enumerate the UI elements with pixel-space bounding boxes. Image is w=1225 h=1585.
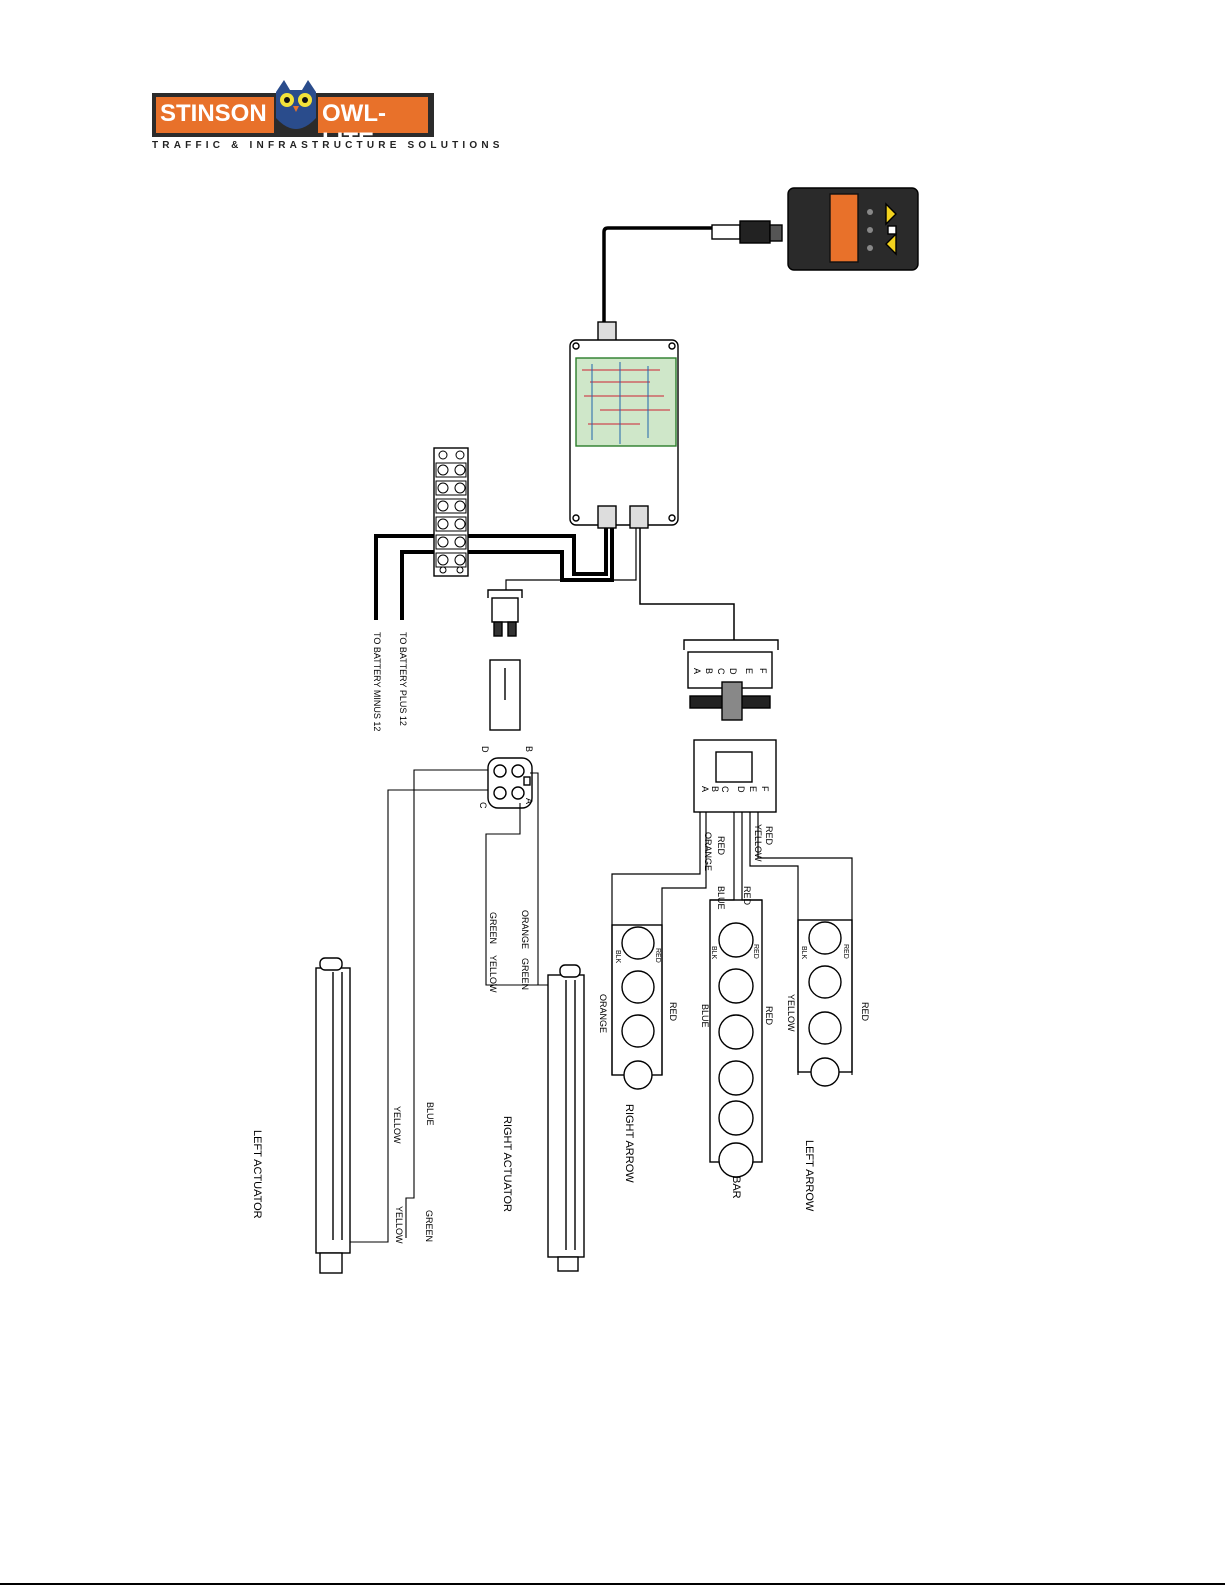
wire-label-yellow: YELLOW bbox=[753, 824, 763, 862]
plug-pin-a: A bbox=[524, 798, 534, 804]
lamp-label-red-1: RED bbox=[654, 948, 661, 963]
pin-label-f-lower: F bbox=[760, 786, 770, 792]
logo-brand-left: STINSON bbox=[160, 100, 267, 127]
lamp bbox=[718, 922, 754, 958]
plug-pin-d: D bbox=[480, 746, 490, 753]
group-label-red-left: RED bbox=[860, 1002, 870, 1022]
logo-brand-right: OWL-LITE bbox=[322, 100, 386, 155]
pin-label-d: D bbox=[728, 668, 738, 675]
pin-label-a: A bbox=[692, 668, 702, 674]
wire-label-yellow-act: YELLOW bbox=[488, 955, 498, 993]
logo-orange-right bbox=[318, 97, 428, 133]
wire-label-blue-left: BLUE bbox=[425, 1102, 435, 1126]
plug-pin-c: C bbox=[478, 802, 488, 809]
plug-pin-b: B bbox=[524, 746, 534, 752]
pin-label-a-lower: A bbox=[700, 786, 710, 792]
controller-cable-connector bbox=[602, 220, 783, 332]
pin-label-c: C bbox=[716, 668, 726, 675]
pin-label-c-lower: C bbox=[720, 786, 730, 793]
company-logo: STINSON OWL-LITE TRAFFIC & INFRASTRUCTUR… bbox=[152, 78, 499, 156]
bar-label: BAR bbox=[730, 1176, 742, 1199]
left-actuator-label: LEFT ACTUATOR bbox=[251, 1130, 263, 1219]
terminal-block bbox=[433, 447, 469, 577]
group-label-yellow: YELLOW bbox=[786, 994, 796, 1032]
owl-icon bbox=[276, 80, 316, 129]
lamp bbox=[621, 1014, 655, 1048]
battery-minus-label: TO BATTERY MINUS 12 bbox=[372, 632, 382, 731]
lamp bbox=[718, 1142, 754, 1178]
lamp-label-red-3: RED bbox=[842, 944, 849, 959]
pin-label-e: E bbox=[744, 668, 754, 674]
wire-label-yellow-left: YELLOW bbox=[392, 1106, 402, 1144]
lamp bbox=[808, 921, 842, 955]
wire-label-green-act: GREEN bbox=[488, 912, 498, 944]
pin-label-b: B bbox=[704, 668, 714, 674]
lamp-label-blk-3: BLK bbox=[800, 946, 807, 960]
wire-label-orange: ORANGE bbox=[703, 832, 713, 871]
logo-orange-left bbox=[156, 97, 274, 133]
controller-device bbox=[787, 187, 919, 271]
battery-plus-label: TO BATTERY PLUS 12 bbox=[398, 632, 408, 726]
group-label-blue: BLUE bbox=[700, 1004, 710, 1028]
right-actuator bbox=[547, 964, 585, 1272]
lamp bbox=[623, 1060, 653, 1090]
wire-label-red-3: RED bbox=[764, 826, 774, 846]
lamp bbox=[718, 968, 754, 1004]
lamp bbox=[621, 926, 655, 960]
left-actuator bbox=[315, 957, 351, 1274]
pin-label-e-lower: E bbox=[748, 786, 758, 792]
control-box bbox=[569, 321, 679, 529]
lamp bbox=[808, 965, 842, 999]
group-label-orange: ORANGE bbox=[598, 994, 608, 1033]
group-label-red-right: RED bbox=[668, 1002, 678, 1022]
six-pin-connector bbox=[683, 639, 779, 813]
lamp bbox=[718, 1060, 754, 1096]
lamp bbox=[621, 970, 655, 1004]
logo-tagline: TRAFFIC & INFRASTRUCTURE SOLUTIONS bbox=[152, 140, 504, 151]
lamp-label-blk-1: BLK bbox=[614, 950, 621, 964]
wire-label-orange-act: ORANGE bbox=[520, 910, 530, 949]
right-arrow-label: RIGHT ARROW bbox=[623, 1104, 635, 1183]
lamp-label-blk-2: BLK bbox=[710, 946, 717, 960]
pin-label-d-lower: D bbox=[736, 786, 746, 793]
wire-label-red-1: RED bbox=[716, 836, 726, 856]
wire-label-blue: BLUE bbox=[716, 886, 726, 910]
right-actuator-label: RIGHT ACTUATOR bbox=[501, 1116, 513, 1212]
left-arrow-label: LEFT ARROW bbox=[803, 1140, 815, 1212]
group-label-red-bar: RED bbox=[764, 1006, 774, 1026]
footer-rule bbox=[0, 1583, 1225, 1585]
lamp bbox=[718, 1014, 754, 1050]
lamp-label-red-2: RED bbox=[752, 944, 759, 959]
battery-wires bbox=[374, 528, 614, 620]
pin-label-f: F bbox=[758, 668, 768, 674]
wire-label-yellow-left-2: YELLOW bbox=[394, 1206, 404, 1244]
wire-label-green-left: GREEN bbox=[424, 1210, 434, 1242]
lamp bbox=[810, 1057, 840, 1087]
wire-label-green-act-2: GREEN bbox=[520, 958, 530, 990]
wire-label-red-2: RED bbox=[742, 886, 752, 906]
four-pin-plug bbox=[487, 757, 533, 809]
two-pin-connector bbox=[487, 589, 523, 731]
lamp bbox=[718, 1100, 754, 1136]
pin-label-b-lower: B bbox=[710, 786, 720, 792]
lamp bbox=[808, 1011, 842, 1045]
